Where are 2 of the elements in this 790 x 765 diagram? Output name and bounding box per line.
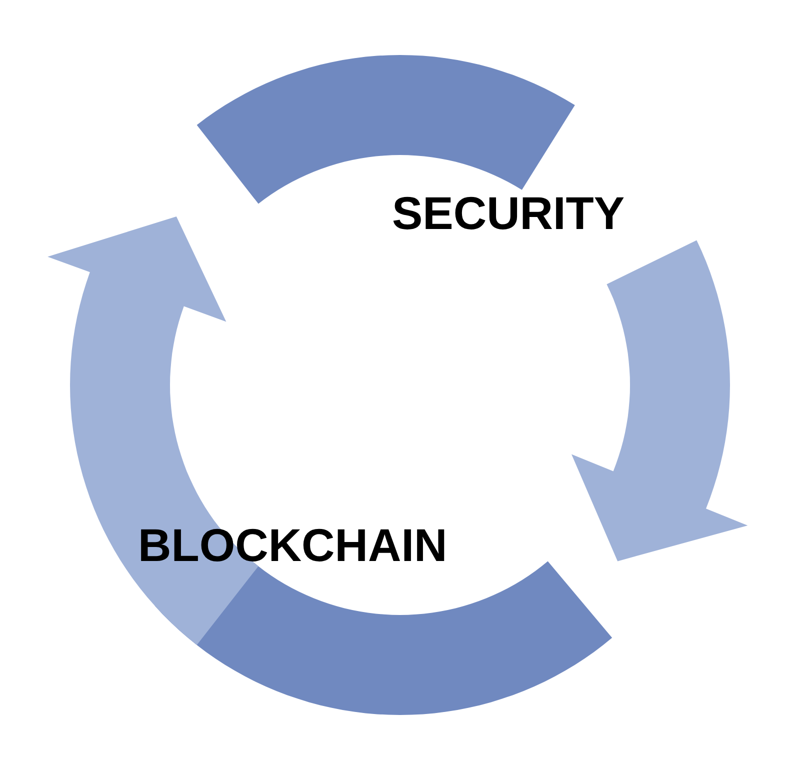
cycle-label: BLOCKCHAIN: [138, 522, 448, 568]
cycle-label: SECURITY: [392, 190, 625, 236]
